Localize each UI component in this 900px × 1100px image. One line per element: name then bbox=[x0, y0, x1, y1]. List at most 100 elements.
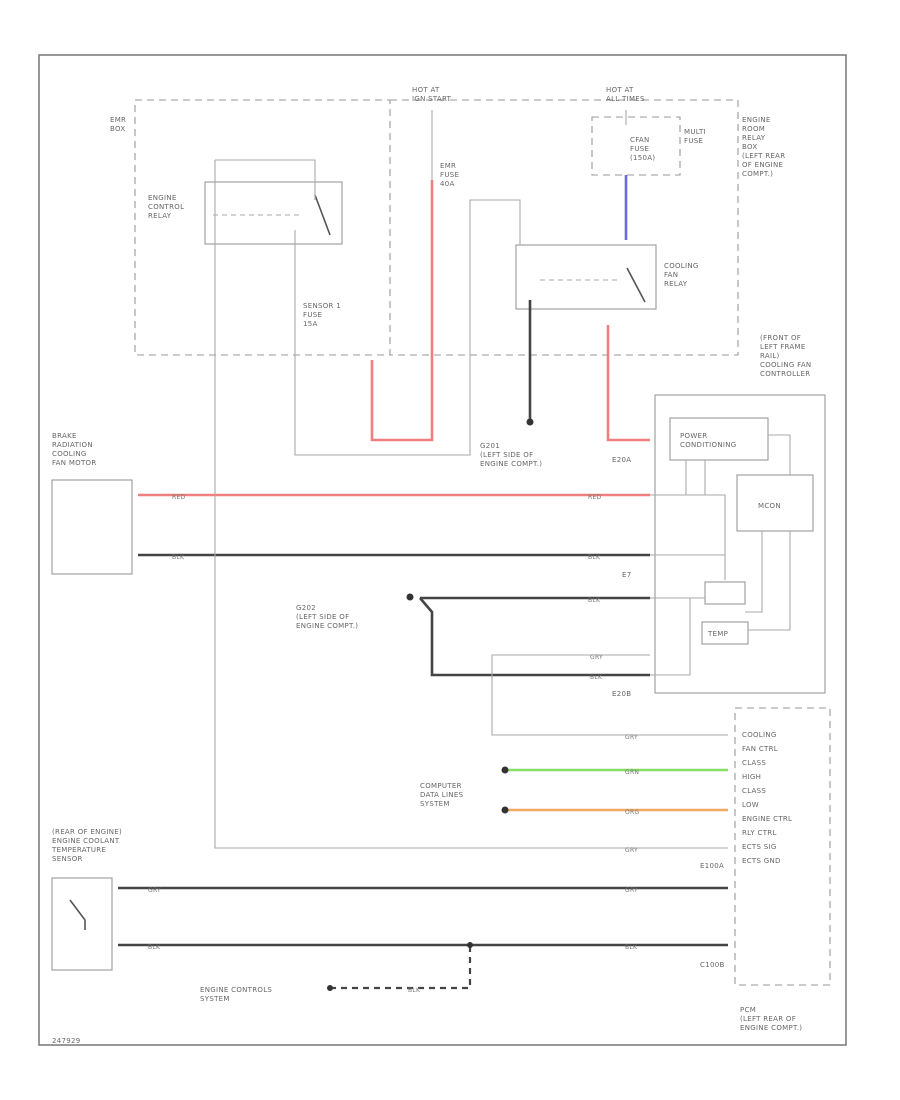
connector-e20a: E20A bbox=[612, 456, 631, 464]
label-line: (LEFT SIDE OF bbox=[480, 451, 533, 459]
red-wire-emr-feed bbox=[370, 180, 434, 442]
label-line: (REAR OF ENGINE) bbox=[52, 828, 122, 836]
connector-c100b: C100B bbox=[700, 961, 725, 969]
gry-wire-sensor-fuse bbox=[294, 199, 521, 456]
label-line: SENSOR 1 bbox=[303, 302, 341, 310]
label-line: CLASS bbox=[742, 759, 766, 767]
wire-label-gry: GRY bbox=[148, 887, 161, 894]
wire-label-gry: GRY bbox=[625, 887, 638, 894]
connector-e20b: E20B bbox=[612, 690, 631, 698]
splice-dot bbox=[501, 806, 509, 814]
label-line: LOW bbox=[742, 801, 759, 809]
splice-dot bbox=[526, 418, 534, 426]
power-conditioning-box bbox=[669, 417, 769, 461]
label-line: ENGINE bbox=[742, 116, 771, 124]
label-line: COOLING bbox=[664, 262, 699, 270]
gry-wire-relay-ctrl bbox=[215, 159, 316, 200]
emr-box-outline bbox=[134, 99, 391, 356]
wire-label-blk: BLK bbox=[588, 597, 601, 604]
label-line: RELAY bbox=[664, 280, 688, 288]
pcm-box-outline bbox=[734, 707, 831, 986]
splice-dot bbox=[327, 985, 333, 991]
label-line: PCM bbox=[740, 1006, 756, 1014]
label-rear-sensor: (REAR OF ENGINE)ENGINE COOLANTTEMPERATUR… bbox=[51, 828, 122, 863]
label-line: (LEFT SIDE OF bbox=[296, 613, 349, 621]
controller-internal-wires bbox=[650, 434, 791, 676]
label-line: RLY CTRL bbox=[742, 829, 777, 837]
label-line: FUSE bbox=[303, 311, 322, 319]
wire-label-blk: BLK bbox=[625, 944, 638, 951]
wire-label-gry: GRY bbox=[625, 847, 638, 854]
label-line: CONTROL bbox=[148, 203, 184, 211]
wire-label-blk: BLK bbox=[148, 944, 161, 951]
wire-label-grn: GRN bbox=[625, 769, 639, 776]
connector-e100a: E100A bbox=[700, 862, 724, 870]
label-line: (LEFT REAR OF bbox=[740, 1015, 796, 1023]
engine-control-relay-box bbox=[204, 181, 343, 245]
label-line: 15A bbox=[303, 320, 318, 328]
coolant-temp-sensor-symbol bbox=[69, 899, 86, 930]
blk-wire-engine-controls bbox=[330, 945, 472, 990]
label-line: RELAY bbox=[742, 134, 766, 142]
splice-dot bbox=[406, 593, 414, 601]
label-line: CFAN bbox=[630, 136, 650, 144]
label-line: EMR bbox=[440, 162, 456, 170]
label-line: SENSOR bbox=[52, 855, 83, 863]
label-line: FUSE bbox=[440, 171, 459, 179]
engine-room-relay-box-outline bbox=[390, 99, 739, 356]
temp-box bbox=[701, 621, 749, 645]
wire-label-gry: GRY bbox=[625, 734, 638, 741]
wire-label-org: ORG bbox=[625, 809, 639, 816]
label-line: G202 bbox=[296, 604, 316, 612]
label-line: FUSE bbox=[630, 145, 649, 153]
label-line: TEMPERATURE bbox=[51, 846, 106, 854]
label-line: 40A bbox=[440, 180, 455, 188]
label-line: COOLING bbox=[742, 731, 777, 739]
label-line: DATA LINES bbox=[420, 791, 464, 799]
label-line: FAN bbox=[664, 271, 678, 279]
label-line: COMPUTER bbox=[420, 782, 462, 790]
label-line: COOLING FAN bbox=[760, 361, 811, 369]
label-line: BOX bbox=[110, 125, 125, 133]
label-line: CONTROLLER bbox=[760, 370, 810, 378]
connector-e7: E7 bbox=[622, 571, 631, 579]
label-line: POWER bbox=[680, 432, 707, 440]
label-line: HOT AT bbox=[412, 86, 440, 94]
fan-motor-box bbox=[51, 479, 133, 575]
label-temp: TEMP bbox=[707, 630, 728, 638]
diagram-border bbox=[38, 54, 847, 1046]
label-line: IGN START bbox=[412, 95, 452, 103]
gry-wire-fan-ctrl bbox=[491, 654, 728, 736]
blk-wire-g202-lower bbox=[419, 597, 650, 677]
label-line: ENGINE COMPT.) bbox=[296, 622, 358, 630]
label-line: ENGINE COOLANT bbox=[52, 837, 120, 845]
label-line: BRAKE bbox=[52, 432, 77, 440]
label-line: BOX bbox=[742, 143, 757, 151]
label-mcon: MCON bbox=[758, 502, 781, 510]
wire-label-blk: BLK bbox=[590, 674, 603, 681]
wire-label-blk: BLK bbox=[172, 554, 185, 561]
splice-dot bbox=[467, 942, 473, 948]
gry-wire-relay-ctrl-down bbox=[214, 160, 728, 849]
label-line: MULTI bbox=[684, 128, 706, 136]
label-line: SYSTEM bbox=[200, 995, 230, 1003]
engine-control-relay-switch bbox=[314, 194, 331, 236]
label-line: FUSE bbox=[684, 137, 703, 145]
label-line: ENGINE CONTROLS bbox=[200, 986, 272, 994]
label-line: FAN MOTOR bbox=[52, 459, 97, 467]
label-line: (FRONT OF bbox=[760, 334, 801, 342]
label-line: OF ENGINE bbox=[742, 161, 783, 169]
wire-label-gry: GRY bbox=[590, 654, 603, 661]
